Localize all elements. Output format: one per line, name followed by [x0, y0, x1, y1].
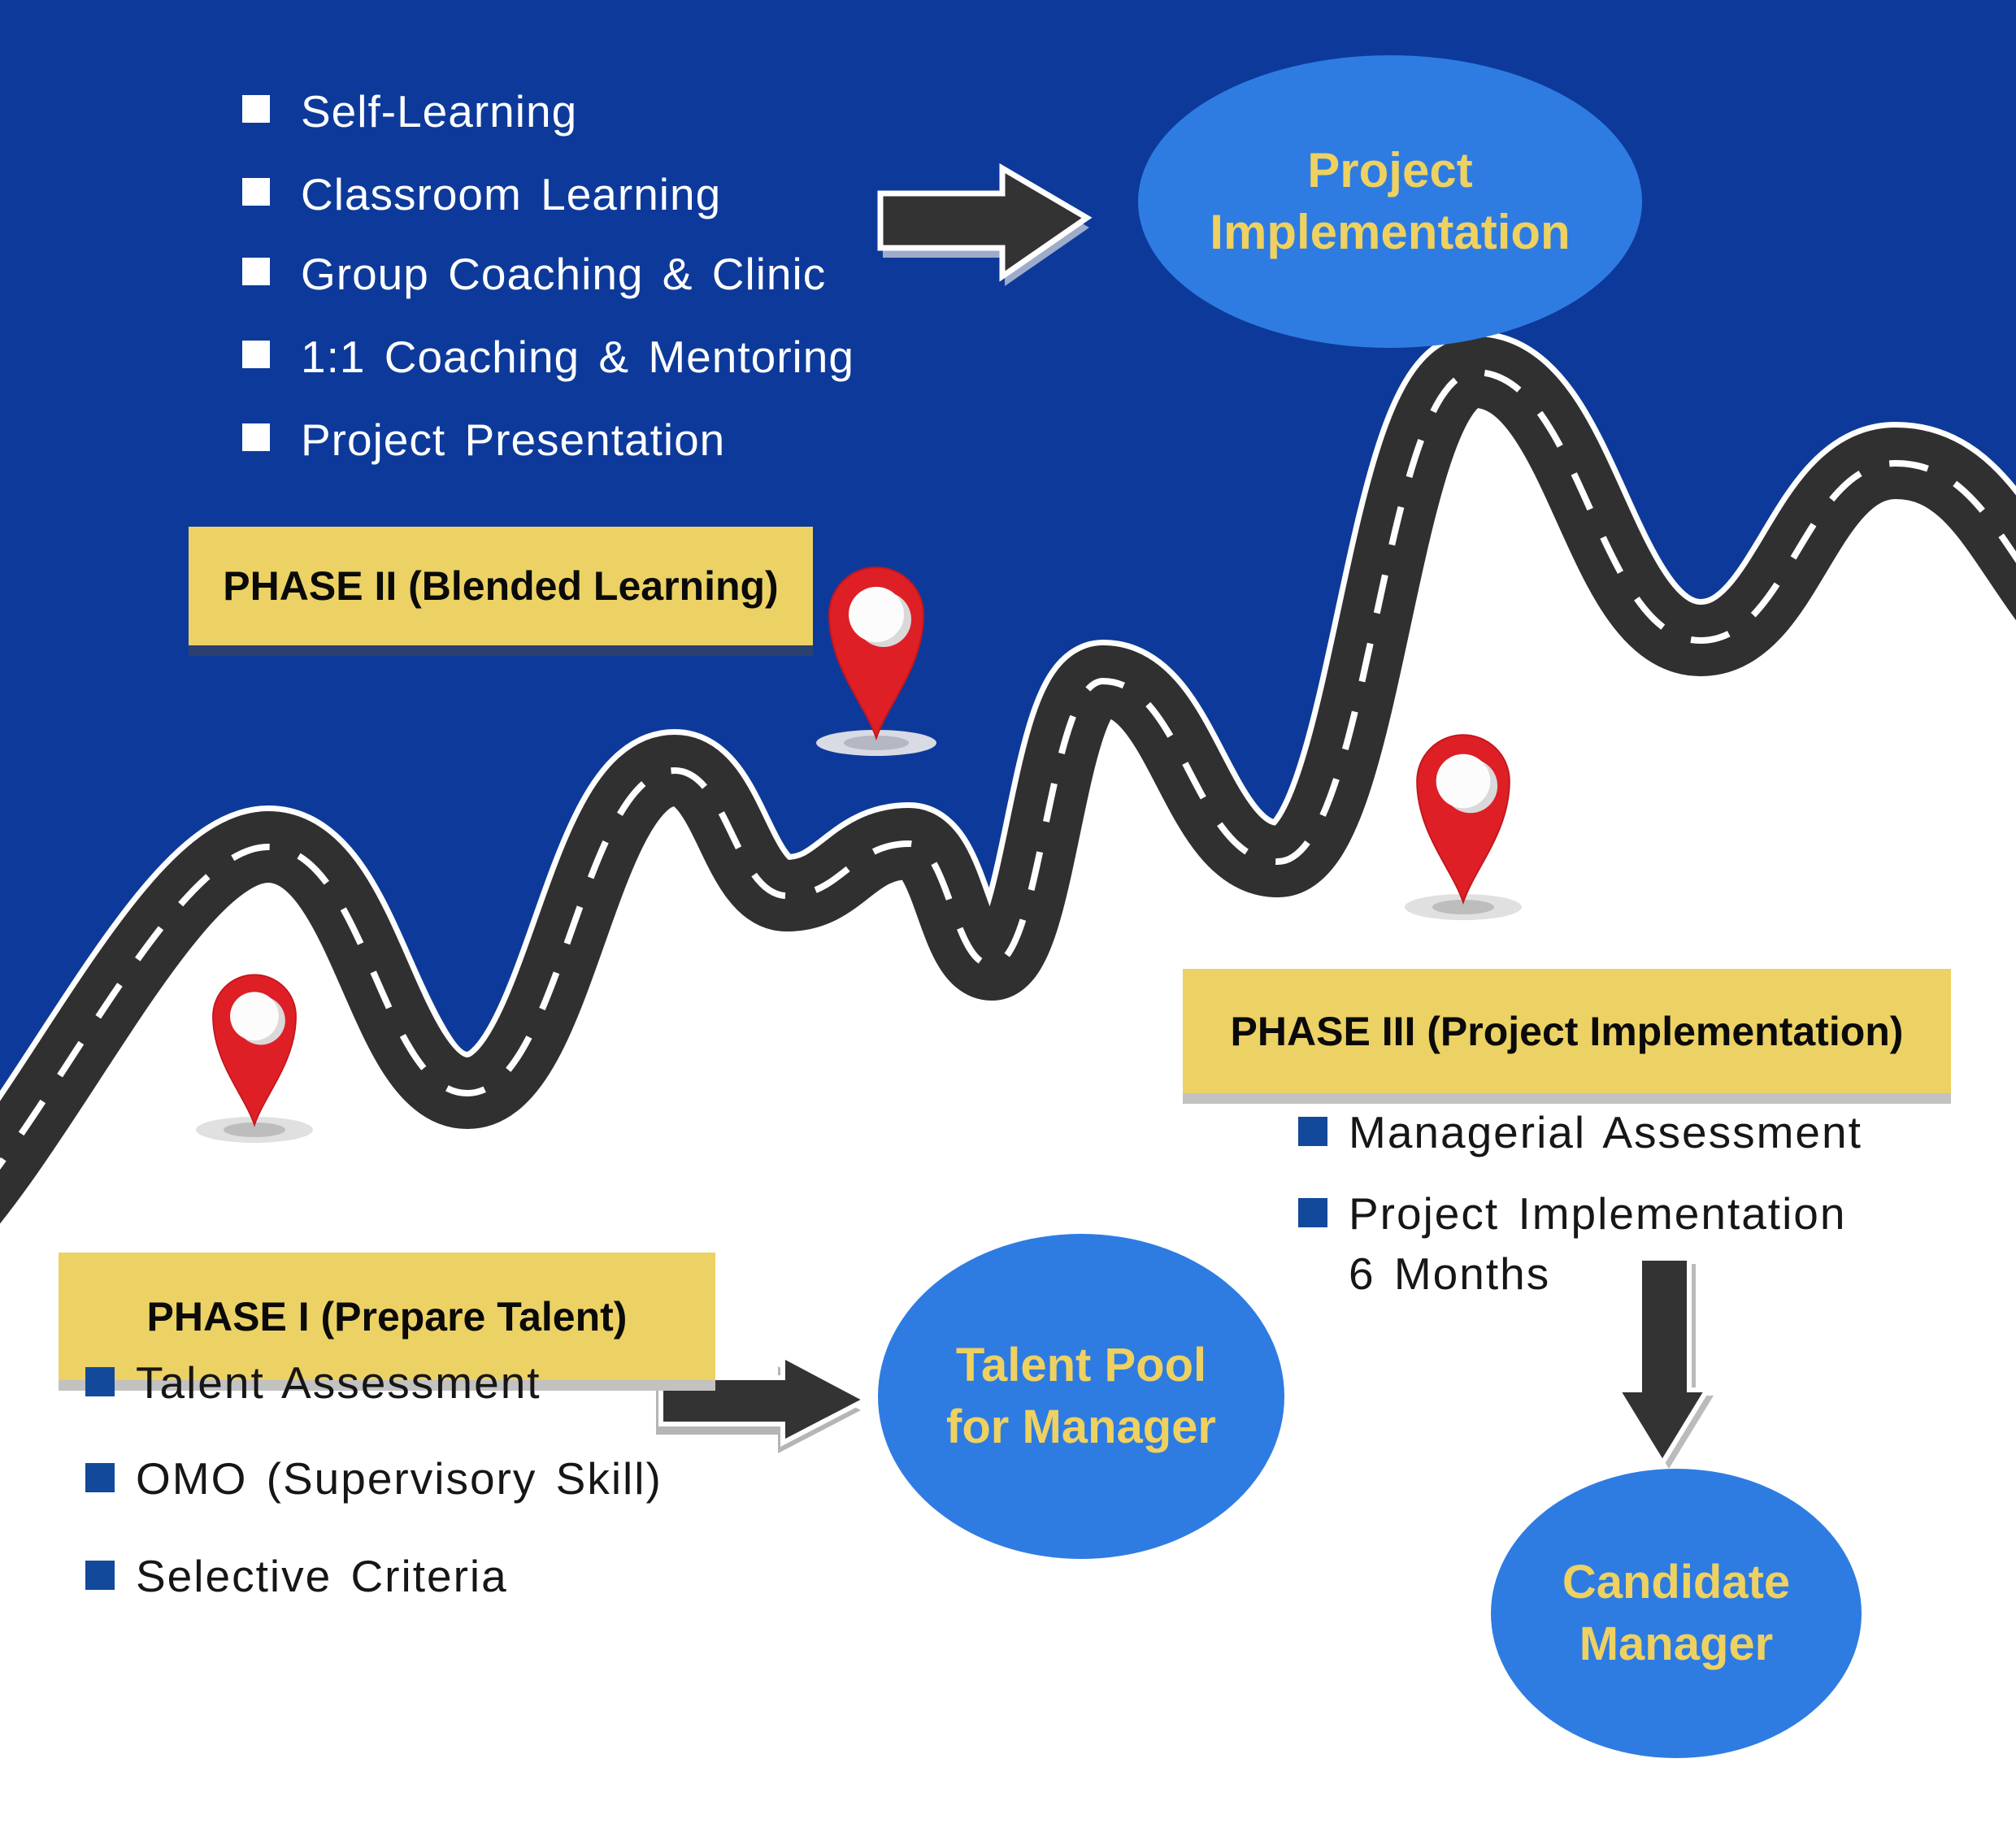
- bullet-square-icon: [242, 423, 270, 451]
- list-item: Self-Learning: [242, 85, 577, 143]
- node-label: for Manager: [946, 1400, 1216, 1453]
- phase2-label: PHASE II (Blended Learning): [189, 527, 813, 645]
- map-pin-shadow: [196, 1117, 313, 1143]
- phase3-label: PHASE III (Project Implementation): [1183, 969, 1951, 1093]
- list-item: 6 Months: [1298, 1247, 1550, 1300]
- list-item-label: Project Presentation: [301, 415, 726, 465]
- list-item: Managerial Assessment: [1298, 1105, 1862, 1159]
- bullet-square-icon: [242, 258, 270, 285]
- list-item-label: Self-Learning: [301, 86, 578, 137]
- list-item: OMO (Supervisory Skill): [85, 1452, 663, 1505]
- node-label: Candidate: [1562, 1556, 1791, 1609]
- bullet-square-icon: [1298, 1117, 1327, 1146]
- node-label: Talent Pool: [955, 1339, 1207, 1392]
- bullet-square-icon: [242, 178, 270, 206]
- bullet-square-icon: [242, 95, 270, 123]
- list-item: 1:1 Coaching & Mentoring: [242, 330, 854, 389]
- bullet-square-icon: [242, 341, 270, 368]
- list-item-label: Managerial Assessment: [1349, 1107, 1862, 1157]
- list-item: Project Presentation: [242, 413, 725, 471]
- arrow-down-icon: [1613, 1256, 1714, 1469]
- bullet-square-icon: [1298, 1198, 1327, 1227]
- node-label: Implementation: [1210, 205, 1571, 259]
- list-item-label: 6 Months: [1349, 1248, 1551, 1299]
- bullet-square-icon: [85, 1561, 115, 1590]
- list-item: Talent Assessment: [85, 1356, 541, 1409]
- list-item-label: Talent Assessment: [136, 1357, 541, 1408]
- candidate-manager-node: Candidate Manager: [1491, 1469, 1862, 1758]
- list-item-label: OMO (Supervisory Skill): [136, 1453, 663, 1504]
- list-item: Group Coaching & Clinic: [242, 247, 826, 306]
- list-item: Project Implementation: [1298, 1187, 1847, 1240]
- road-centerline-dashes: [0, 368, 2016, 1170]
- node-label: Project: [1307, 143, 1473, 198]
- list-item-label: Selective Criteria: [136, 1551, 508, 1601]
- list-item-label: Project Implementation: [1349, 1188, 1847, 1239]
- list-item-label: Group Coaching & Clinic: [301, 249, 827, 299]
- list-item: Selective Criteria: [85, 1549, 508, 1603]
- map-pin-shadow: [816, 730, 936, 756]
- arrow-right-icon: [656, 1352, 871, 1453]
- list-item: Classroom Learning: [242, 167, 721, 226]
- phase1-label: PHASE I (Prepare Talent): [59, 1253, 715, 1380]
- project-implementation-node: Project Implementation: [1138, 55, 1642, 348]
- talent-pool-node: Talent Pool for Manager: [878, 1234, 1284, 1559]
- arrow-right-icon: [877, 163, 1093, 286]
- bullet-square-icon: [85, 1367, 115, 1396]
- bullet-square-icon: [85, 1463, 115, 1492]
- list-item-label: 1:1 Coaching & Mentoring: [301, 332, 854, 382]
- node-label: Manager: [1579, 1617, 1774, 1670]
- map-pin-shadow: [1405, 894, 1522, 920]
- list-item-label: Classroom Learning: [301, 169, 722, 219]
